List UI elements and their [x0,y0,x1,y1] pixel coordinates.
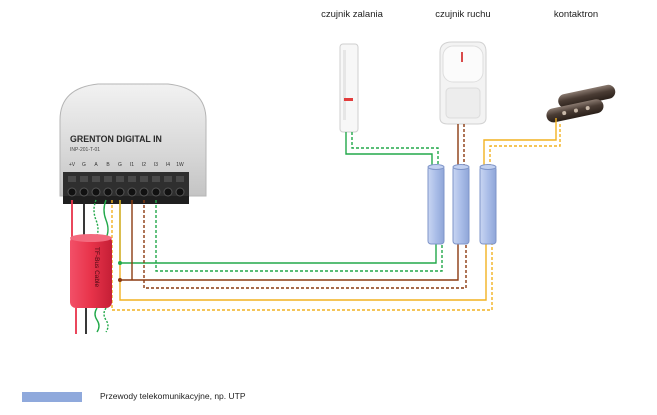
terminal-screw [67,187,77,197]
terminal-screws [67,176,185,197]
terminal-slot [68,176,76,182]
terminal-labels: +V G A B G I1 I2 I3 I4 1W [69,162,184,168]
terminal-screw [175,187,185,197]
terminal-label: I3 [154,162,158,168]
flood-sensor [339,43,359,133]
conduit-motion [452,164,470,245]
terminal-label: G [82,162,86,168]
terminal-label: G [118,162,122,168]
reed-sensor-label: kontaktron [554,9,598,20]
wire-orange-solid [119,200,487,301]
module-model: INP-201-T-01 [70,147,100,153]
wire-green-dashed [155,200,443,272]
terminal-screw [151,187,161,197]
terminal-screw [115,187,125,197]
terminal-slot [140,176,148,182]
junction-brown [118,278,122,282]
terminal-label: I1 [130,162,134,168]
terminal-screw [103,187,113,197]
flood-sensor-label: czujnik zalania [321,9,383,20]
terminal-slot [116,176,124,182]
terminal-label: I4 [166,162,170,168]
terminal-slot [128,176,136,182]
flood-wire-dashed [351,132,439,168]
flood-wire-solid [345,132,433,168]
terminal-label: 1W [176,162,184,168]
terminal-label: B [106,162,110,168]
tf-bus-cable: TF-Bus Cable [70,234,112,334]
terminal-screw [79,187,89,197]
terminal-slot [152,176,160,182]
grenton-module: GRENTON DIGITAL IN INP-201-T-01 +V G A B G I1… [59,83,207,204]
terminal-slot [164,176,172,182]
terminal-label: I2 [142,162,146,168]
module-name: GRENTON DIGITAL IN [70,134,162,144]
terminal-slot [80,176,88,182]
terminal-slot [104,176,112,182]
junction-green [118,261,122,265]
terminal-screw [163,187,173,197]
wire-green-solid [119,200,437,264]
terminal-slot [92,176,100,182]
cable-label: TF-Bus Cable [93,247,100,287]
terminal-screw [127,187,137,197]
legend-swatch [22,392,82,402]
conduit-flood [427,164,445,245]
reed-wire-solid [483,118,557,168]
terminal-slot [176,176,184,182]
cable-out-green-b [103,307,109,333]
terminal-screw [91,187,101,197]
cable-out-green-a [94,307,100,333]
terminal-label: +V [69,162,76,168]
reed-sensor [546,84,616,123]
wire-brown-dashed [143,200,467,289]
conduits [427,164,497,245]
legend-text: Przewody telekomunikacyjne, np. UTP [100,391,246,401]
motion-sensor [439,41,487,125]
conduit-reed [479,164,497,245]
motion-sensor-label: czujnik ruchu [435,9,490,20]
wire-bus-a [93,199,99,239]
terminal-label: A [94,162,98,168]
wires [71,118,561,311]
terminal-screw [139,187,149,197]
reed-wire-dashed [489,124,561,168]
wire-brown-solid [120,244,459,281]
wire-bus-b [103,199,109,239]
